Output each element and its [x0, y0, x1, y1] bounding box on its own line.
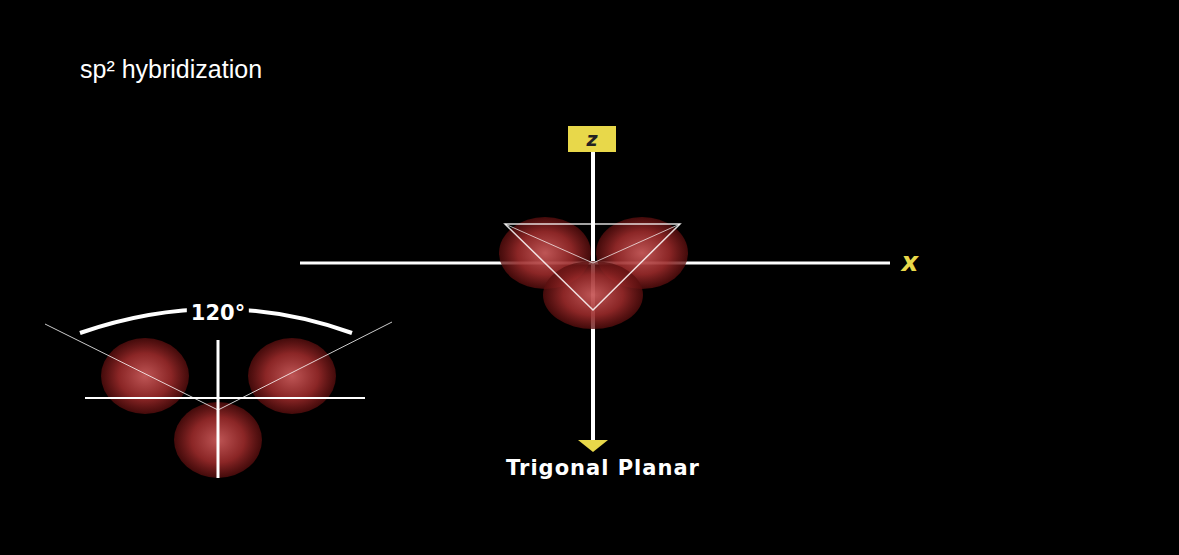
orbital-lobe	[101, 338, 189, 414]
axis-line	[85, 397, 365, 399]
bond-line	[593, 224, 680, 263]
angle-line	[218, 322, 392, 410]
orbital-lobe	[543, 261, 643, 329]
diagram-title: sp² hybridization	[80, 56, 262, 84]
orbital-lobe	[248, 338, 336, 414]
axis-arrowhead	[578, 440, 608, 452]
axis-label: z	[586, 129, 597, 150]
bond-line	[505, 224, 593, 263]
angle-label: 120°	[187, 302, 249, 325]
shape-name: Trigonal Planar	[502, 457, 704, 480]
small-orbital-figure	[45, 309, 392, 478]
main-orbital-figure	[300, 126, 890, 452]
axis-label: x	[898, 248, 923, 277]
axis-tag	[568, 126, 616, 152]
angle-line	[45, 324, 218, 410]
trigonal-triangle	[505, 224, 680, 310]
